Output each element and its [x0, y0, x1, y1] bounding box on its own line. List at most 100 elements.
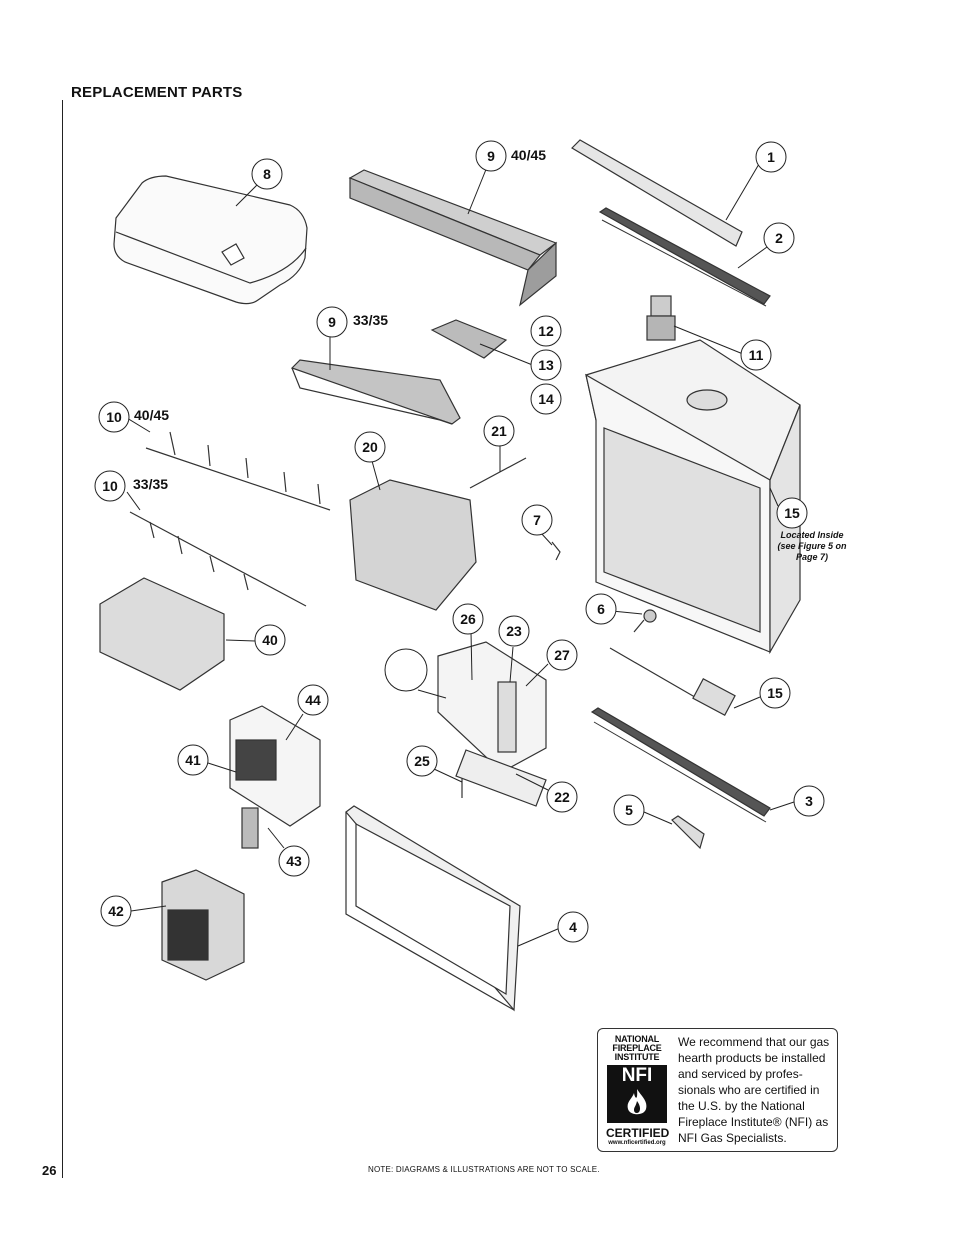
nfi-url: www.nficertified.org: [608, 1140, 666, 1146]
part-clip: [551, 541, 561, 561]
flame-icon: [627, 1089, 647, 1115]
svg-text:13: 13: [538, 357, 554, 373]
svg-text:21: 21: [491, 423, 507, 439]
svg-text:4: 4: [569, 919, 577, 935]
callout-5: 5: [613, 794, 645, 826]
callout-44: 44: [297, 684, 329, 716]
nfi-org-line-2: FIREPLACE: [612, 1043, 662, 1053]
callout-23: 23: [498, 615, 530, 647]
located-inside-note: Located Inside (see Figure 5 on Page 7): [777, 530, 847, 562]
part-firebox: [585, 339, 801, 655]
callout-14: 14: [530, 383, 562, 415]
svg-text:9: 9: [328, 314, 336, 330]
part-gas-line: [609, 647, 736, 716]
callout-10-40-45: 10 40/45: [98, 401, 169, 433]
page-number: 26: [42, 1163, 57, 1178]
callout-4: 4: [557, 911, 589, 943]
svg-text:6: 6: [597, 601, 605, 617]
callout-2: 2: [763, 222, 795, 254]
svg-text:15: 15: [767, 685, 783, 701]
svg-text:15: 15: [784, 505, 800, 521]
page-title: REPLACEMENT PARTS: [71, 84, 243, 101]
part-transformer: [161, 869, 245, 981]
svg-text:27: 27: [554, 647, 570, 663]
callout-41: 41: [177, 744, 209, 776]
part-control-module: [99, 577, 225, 691]
svg-text:10: 10: [102, 478, 118, 494]
svg-text:9: 9: [487, 148, 495, 164]
svg-text:44: 44: [305, 692, 321, 708]
svg-text:20: 20: [362, 439, 378, 455]
svg-text:23: 23: [506, 623, 522, 639]
callout-9-40-45: 9 40/45: [475, 140, 546, 172]
svg-text:40/45: 40/45: [134, 407, 169, 423]
callout-1: 1: [755, 141, 787, 173]
callout-blank: [384, 648, 428, 692]
part-trim-strip: [598, 207, 771, 307]
nfi-mark-text: NFI: [621, 1065, 653, 1086]
part-glass-frame: [345, 805, 521, 1012]
part-knob: [633, 609, 657, 633]
leader-lines: [126, 163, 795, 947]
part-burner-tray-large: [348, 169, 558, 307]
nfi-org-line-1: NATIONAL: [614, 1034, 660, 1044]
scale-note: NOTE: DIAGRAMS & ILLUSTRATIONS ARE NOT T…: [368, 1165, 600, 1174]
nfi-flame-mark: NFI: [607, 1065, 667, 1123]
svg-text:10: 10: [106, 409, 122, 425]
nfi-certification-box: NATIONAL FIREPLACE INSTITUTE NFI CERTIFI…: [597, 1028, 838, 1152]
part-plate: [671, 815, 705, 850]
svg-text:40/45: 40/45: [511, 147, 546, 163]
svg-text:33/35: 33/35: [133, 476, 168, 492]
svg-text:1: 1: [767, 149, 775, 165]
svg-text:25: 25: [414, 753, 430, 769]
part-cover-box: [113, 175, 308, 305]
callout-10-33-35: 10 33/35: [94, 470, 168, 502]
svg-text:3: 3: [805, 793, 813, 809]
svg-text:33/35: 33/35: [353, 312, 388, 328]
part-top-trim: [571, 139, 743, 247]
callout-26: 26: [452, 603, 484, 635]
part-valve: [349, 479, 477, 611]
callout-22: 22: [546, 781, 578, 813]
svg-text:8: 8: [263, 166, 271, 182]
part-burner-40-45: [145, 431, 331, 511]
callout-3: 3: [793, 785, 825, 817]
svg-text:42: 42: [108, 903, 124, 919]
part-burner-tray-small: [290, 359, 461, 425]
callout-7: 7: [521, 504, 553, 536]
svg-text:5: 5: [625, 802, 633, 818]
callout-15: 15: [759, 677, 791, 709]
callout-6: 6: [585, 593, 617, 625]
part-burner-33-35: [129, 511, 307, 607]
callout-40: 40: [254, 624, 286, 656]
svg-text:12: 12: [538, 323, 554, 339]
part-igniter: [469, 457, 527, 489]
margin-rule: [62, 100, 63, 1178]
callout-21: 21: [483, 415, 515, 447]
svg-text:22: 22: [554, 789, 570, 805]
callout-8: 8: [251, 158, 283, 190]
part-gasket: [430, 319, 508, 359]
part-pilot-unit: [229, 705, 321, 849]
nfi-logo: NATIONAL FIREPLACE INSTITUTE NFI CERTIFI…: [606, 1034, 670, 1147]
svg-text:40: 40: [262, 632, 278, 648]
callout-15-inside: 15: [776, 497, 808, 529]
callout-43: 43: [278, 845, 310, 877]
svg-text:11: 11: [749, 347, 764, 363]
svg-text:41: 41: [185, 752, 201, 768]
callout-9-33-35: 9 33/35: [316, 306, 388, 338]
callout-42: 42: [100, 895, 132, 927]
part-bottom-trim: [590, 707, 771, 823]
callout-20: 20: [354, 431, 386, 463]
callout-25: 25: [406, 745, 438, 777]
callout-11: 11: [740, 339, 772, 371]
svg-text:2: 2: [775, 230, 783, 246]
nfi-recommendation-text: We recommend that our gas hearth product…: [678, 1035, 830, 1145]
svg-text:43: 43: [286, 853, 302, 869]
nfi-certified-label: CERTIFIED: [606, 1126, 670, 1140]
part-fitting: [646, 295, 676, 341]
svg-text:7: 7: [533, 512, 541, 528]
svg-text:26: 26: [460, 611, 476, 627]
callout-12: 12: [530, 315, 562, 347]
